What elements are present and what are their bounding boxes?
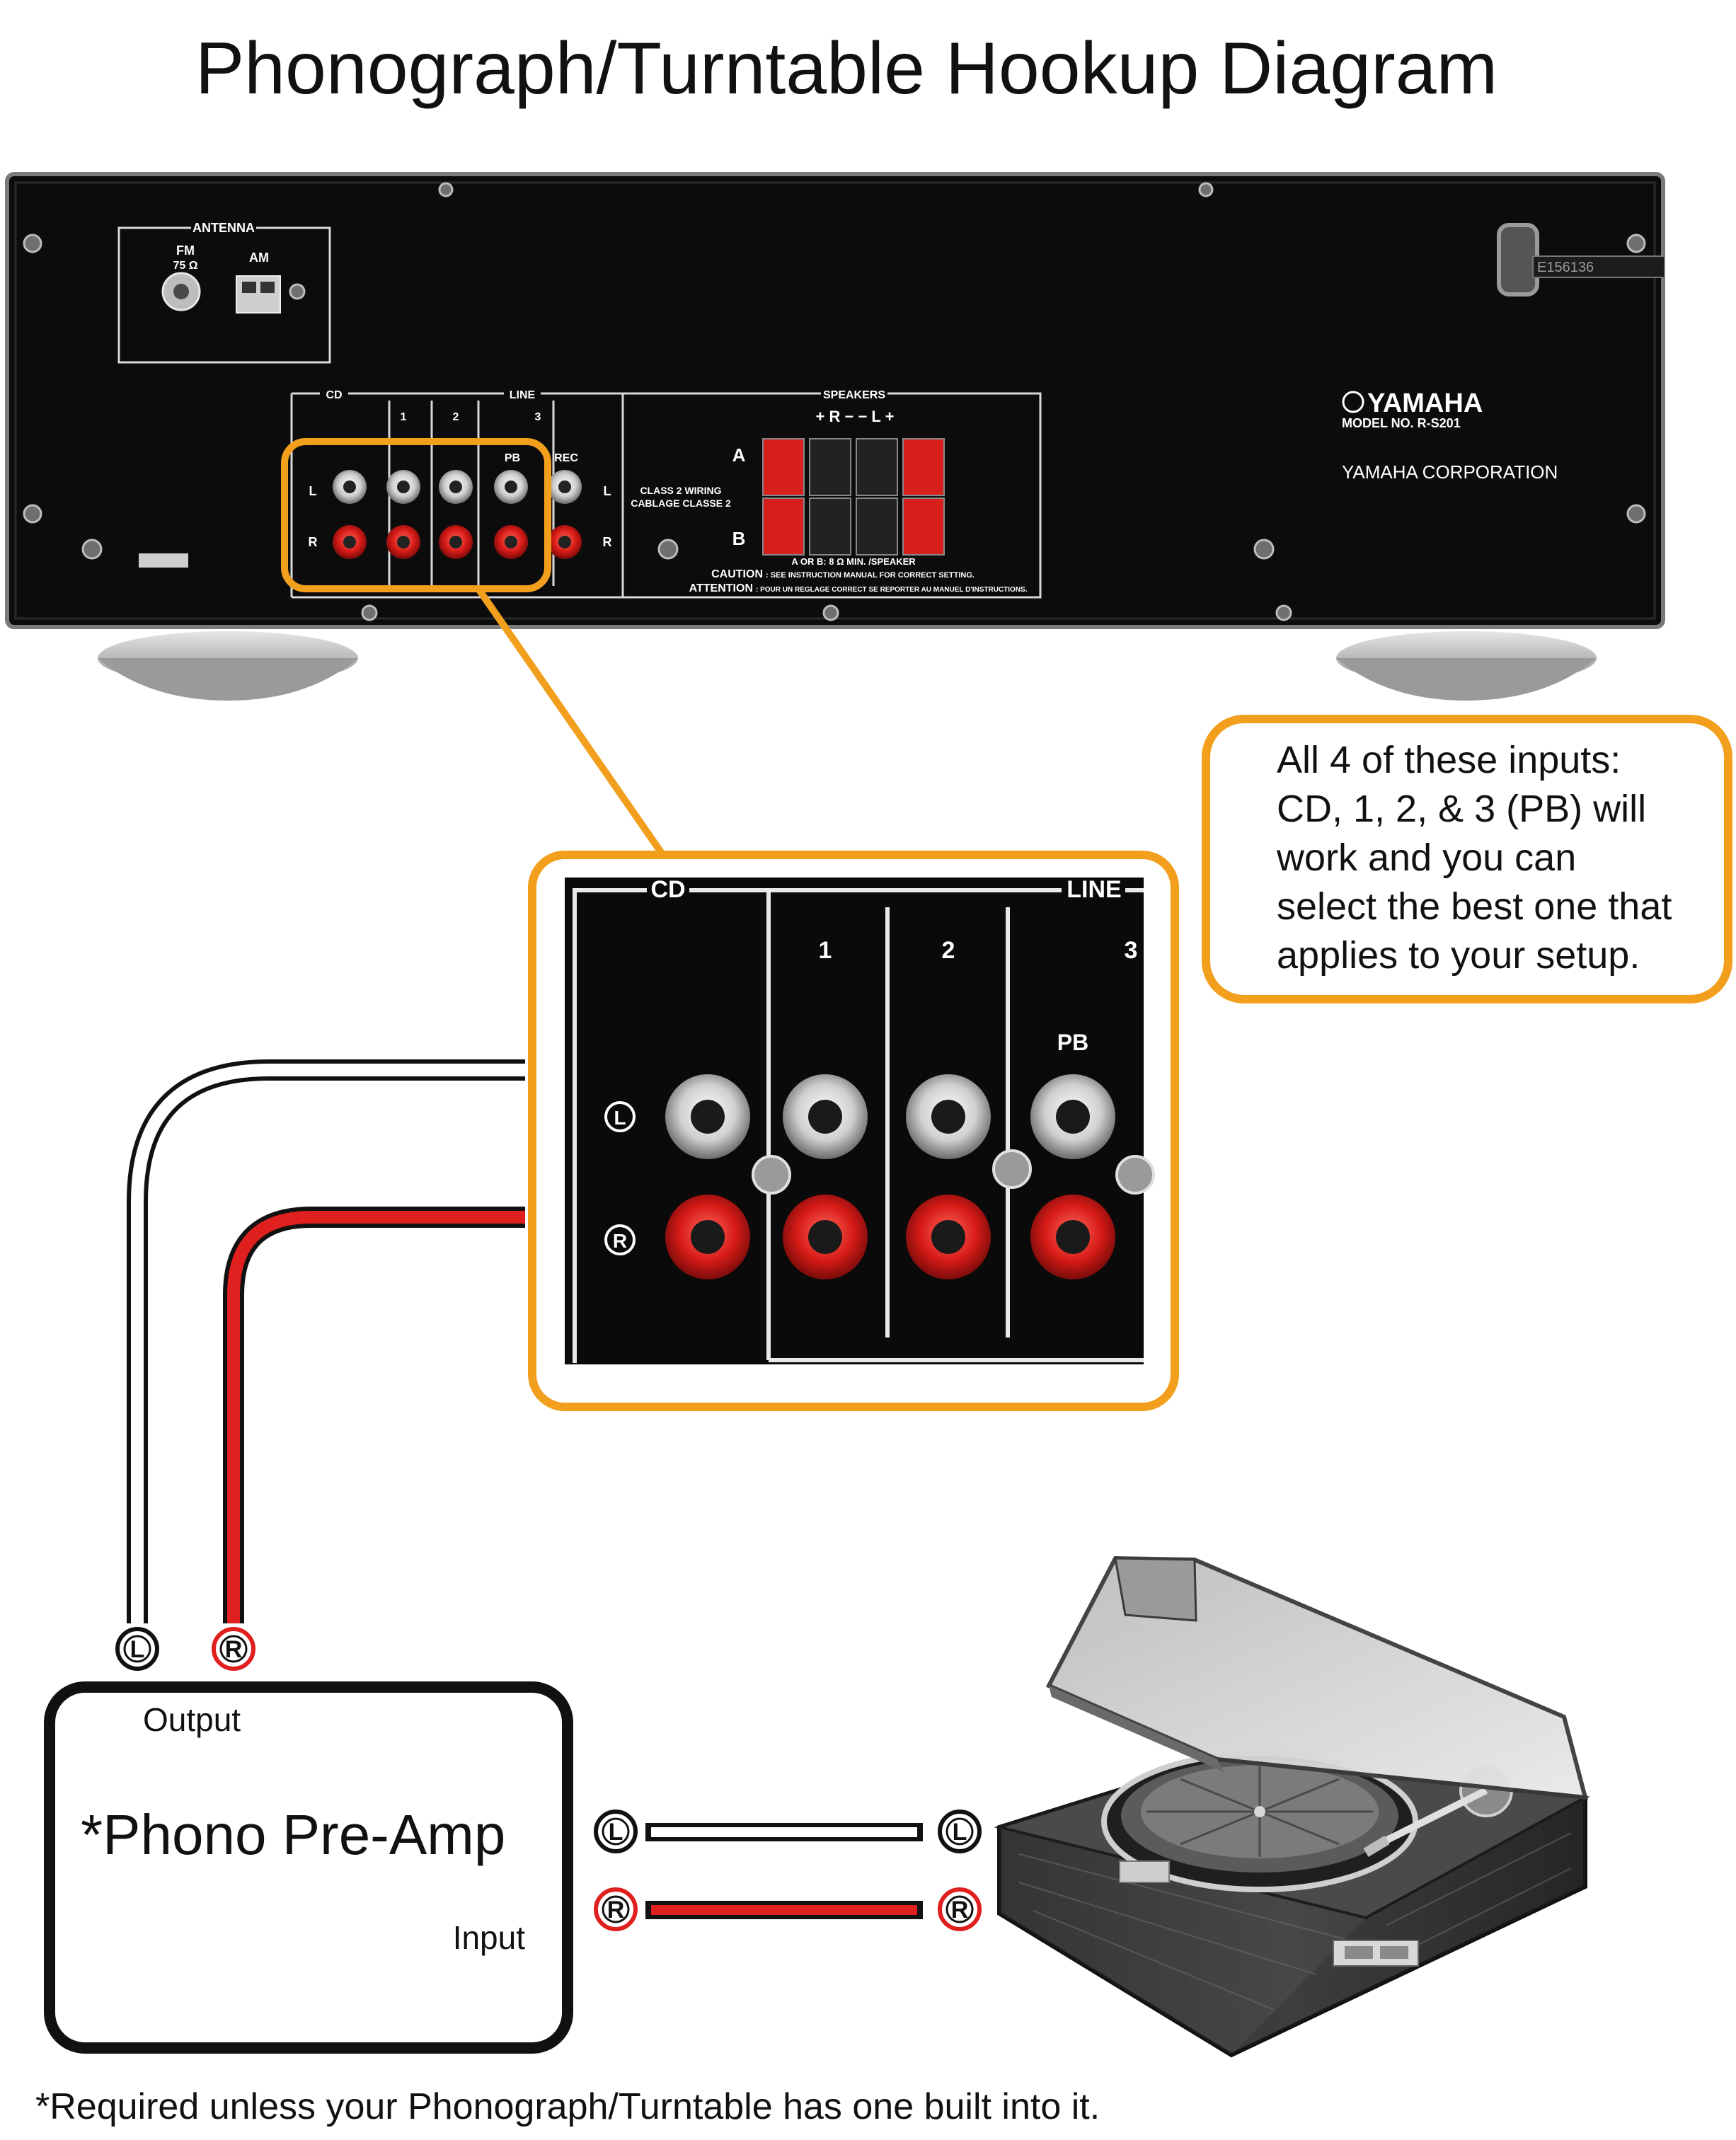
turntable-left-label: L [953,1819,967,1846]
turntable-right-plug [938,1887,982,1931]
antenna-fm-ohm-label: 75 Ω [173,260,197,272]
zoom-line-label: LINE [1067,876,1121,903]
attention-text: : POUR UN REGLAGE CORRECT SE REPORTER AU… [756,586,1028,594]
preamp-input-left-label: L [609,1819,623,1846]
panel-right-label: R [309,535,318,549]
panel-line-label: LINE [510,389,536,401]
speaker-b-label: B [732,528,746,549]
right-cable [227,1211,525,1623]
panel-left-label-rec: L [604,484,611,498]
panel-input-1-label: 1 [401,411,407,423]
receiver-foot-right-base [1336,658,1597,701]
left-cable [131,1064,525,1623]
preamp-output-right-plug [212,1627,255,1671]
turntable-right-cable [645,1901,923,1919]
footnote: *Required unless your Phonograph/Turntab… [35,2086,1100,2127]
preamp-input-right-label: R [607,1897,625,1923]
speaker-terminals [762,438,945,556]
antenna-label: ANTENNA [192,221,255,235]
power-cord-clamp [1497,223,1539,297]
note-line: select the best one that [1277,885,1672,928]
antenna-am-label: AM [249,251,269,265]
zoom-jacks [665,1074,1155,1279]
panel-input-3-label: 3 [535,411,541,423]
page-title: Phonograph/Turntable Hookup Diagram [195,28,1498,110]
zoom-pb-label: PB [1057,1030,1088,1055]
note-text: All 4 of these inputs: CD, 1, 2, & 3 (PB… [1276,739,1672,977]
class2-label-fr: CABLAGE CLASSE 2 [631,497,731,509]
phono-preamp-box [44,1681,573,2054]
zoom-input-2-label: 2 [942,937,955,964]
turntable-left-plug [938,1810,982,1853]
speaker-impedance-label: A OR B: 8 Ω MIN. /SPEAKER [791,556,916,567]
zoom-cd-label: CD [650,876,685,903]
note-line: All 4 of these inputs: [1277,739,1621,781]
note-box [1202,715,1732,1003]
turntable-left-cable [645,1823,923,1841]
preamp-input-label: Input [453,1919,526,1956]
caution-label: CAUTION [711,568,763,580]
zoom-input-3-label: 3 [1125,937,1138,964]
panel-screws [23,182,1646,621]
model-number: MODEL NO. R-S201 [1342,416,1461,430]
note-line: CD, 1, 2, & 3 (PB) will [1277,788,1646,830]
preamp-input-left-plug [594,1810,638,1853]
power-cord-serial: E156136 [1537,260,1594,275]
preamp-output-label: Output [143,1701,241,1738]
inputs-highlight [281,438,551,592]
note-line: applies to your setup. [1277,934,1640,977]
receiver-foot-left-base [98,658,358,701]
panel-pb-label: PB [505,452,520,464]
preamp-output-left-label: L [130,1636,145,1663]
inputs-zoom-inset: CD LINE 1 2 3 PB L R [528,851,1179,1411]
zoom-callout-line [475,587,667,858]
brand-name: YAMAHA [1367,389,1483,418]
am-antenna-terminal [236,275,281,313]
turntable-right-label: R [951,1897,969,1923]
preamp-output-right-label: R [225,1636,243,1663]
preamp-name: *Phono Pre-Amp [81,1803,505,1866]
panel-jacks [333,470,582,559]
zoom-left-label: L [614,1107,626,1129]
antenna-fm-label: FM [176,243,195,258]
power-cord [1532,255,1665,278]
panel-rec-label: REC [554,452,578,464]
speakers-label: SPEAKERS [823,389,885,401]
speaker-a-label: A [732,444,746,466]
note-line: work and you can [1276,836,1576,879]
speakers-polarity: + R − − L + [816,408,895,425]
panel-right-label-rec: R [603,535,612,549]
panel-input-2-label: 2 [453,411,459,423]
attention-label: ATTENTION [689,582,753,594]
turntable [994,1555,1590,2058]
right-cable-outline [223,1207,525,1623]
preamp-output-left-plug [115,1627,159,1671]
zoom-right-label: R [613,1230,627,1252]
zoom-input-1-label: 1 [819,937,832,964]
caution-text: : SEE INSTRUCTION MANUAL FOR CORRECT SET… [766,571,975,580]
panel-left-label: L [309,484,317,498]
panel-cd-label: CD [326,389,342,401]
class2-label: CLASS 2 WIRING [640,485,721,496]
service-connector [139,553,188,568]
corporation-name: YAMAHA CORPORATION [1342,461,1558,483]
receiver-back-panel: E156136 ANTENNA FM 75 Ω AM CD LINE 1 2 3… [5,172,1665,701]
preamp-input-right-plug [594,1887,638,1931]
left-cable-outline [127,1059,525,1623]
yamaha-logo-icon [1342,391,1364,413]
